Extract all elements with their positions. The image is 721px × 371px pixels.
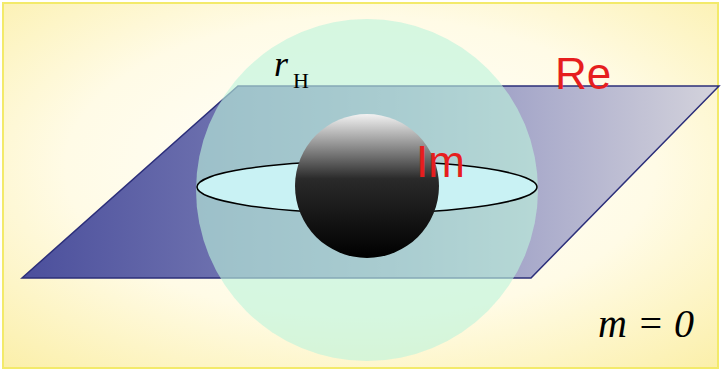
radius-symbol: r xyxy=(274,44,288,84)
real-label-box: Re xyxy=(555,52,611,96)
imaginary-label: Im xyxy=(416,137,465,186)
mass-label-box: m = 0 xyxy=(598,304,694,344)
imaginary-sphere xyxy=(196,19,538,361)
real-label: Re xyxy=(555,49,611,98)
real-plane xyxy=(22,86,719,278)
radius-symbol-box: r xyxy=(274,46,288,82)
radius-subscript-box: H xyxy=(293,70,309,92)
mass-label: m = 0 xyxy=(598,301,694,346)
radius-subscript: H xyxy=(293,68,309,93)
black-hole xyxy=(295,114,439,258)
background-panel xyxy=(3,3,718,368)
imaginary-label-box: Im xyxy=(416,140,465,184)
